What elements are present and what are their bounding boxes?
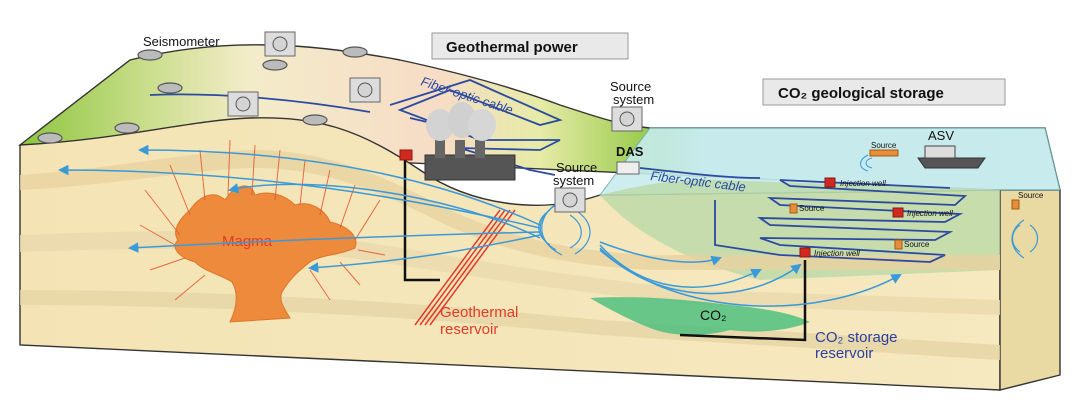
seismometer-disc (137, 49, 163, 61)
fault-zone (414, 209, 516, 326)
offshore-source-label-2: Source (904, 240, 930, 249)
seismometer-disc (157, 82, 183, 94)
co2-storage-title: CO₂ geological storage (778, 85, 944, 102)
source-system-box (349, 77, 381, 103)
das-label: DAS (616, 144, 644, 159)
injection-well-label-1: Injection well (840, 179, 886, 188)
source-system-box (264, 31, 296, 57)
source-system-box-top (611, 106, 643, 132)
seismometer-disc (262, 59, 288, 71)
seismometer-disc (342, 46, 368, 58)
source-system-top-label-2: system (613, 92, 654, 107)
seismometer-disc (302, 114, 328, 126)
geothermal-reservoir-label-2: reservoir (440, 321, 498, 338)
seismic-rays (57, 144, 902, 307)
geothermal-power-title-box: Geothermal power (431, 32, 629, 60)
wave-rings-right (1011, 219, 1039, 259)
layer-band-2 (20, 231, 1000, 315)
sea-water (598, 127, 1061, 196)
co2-plume (590, 297, 810, 336)
layer-band-1 (20, 150, 1000, 270)
geothermal-power-title: Geothermal power (446, 39, 578, 56)
co2-label: CO₂ (700, 307, 726, 323)
source-system-mid-label-1: Source (556, 160, 597, 175)
co2-injection-well (679, 260, 807, 342)
magma-body (174, 185, 357, 323)
fiber-optic-cable-offshore (639, 167, 968, 263)
asv-ship (860, 145, 986, 172)
seabed (600, 179, 1000, 280)
source-system-box (227, 91, 259, 117)
ship-source-label: Source (871, 141, 897, 150)
seismometer-disc (114, 122, 140, 134)
source-system-top-label-1: Source (610, 79, 651, 94)
geothermal-reservoir-label-1: Geothermal (440, 304, 518, 321)
seismometer-label: Seismometer (143, 34, 220, 49)
offshore-source-label-3: Source (1018, 191, 1044, 200)
source-system-mid-label-2: system (553, 173, 594, 188)
offshore-sources (789, 199, 1020, 250)
geothermal-power-plant (424, 102, 516, 181)
co2-reservoir-label-1: CO₂ storage (815, 329, 898, 346)
das-box (616, 161, 640, 175)
offshore-source-label-1: Source (799, 204, 825, 213)
co2-storage-title-box: CO₂ geological storage (762, 78, 1006, 106)
source-system-box-mid (554, 187, 586, 213)
asv-label: ASV (928, 128, 954, 143)
offshore-injection-wellheads (799, 177, 904, 258)
injection-well-label-2: Injection well (907, 209, 953, 218)
injection-well-label-3: Injection well (814, 249, 860, 258)
seismometer-disc (37, 132, 63, 144)
co2-reservoir-label-2: reservoir (815, 345, 873, 362)
side-face (999, 189, 1061, 391)
geothermal-wellhead (399, 149, 413, 161)
